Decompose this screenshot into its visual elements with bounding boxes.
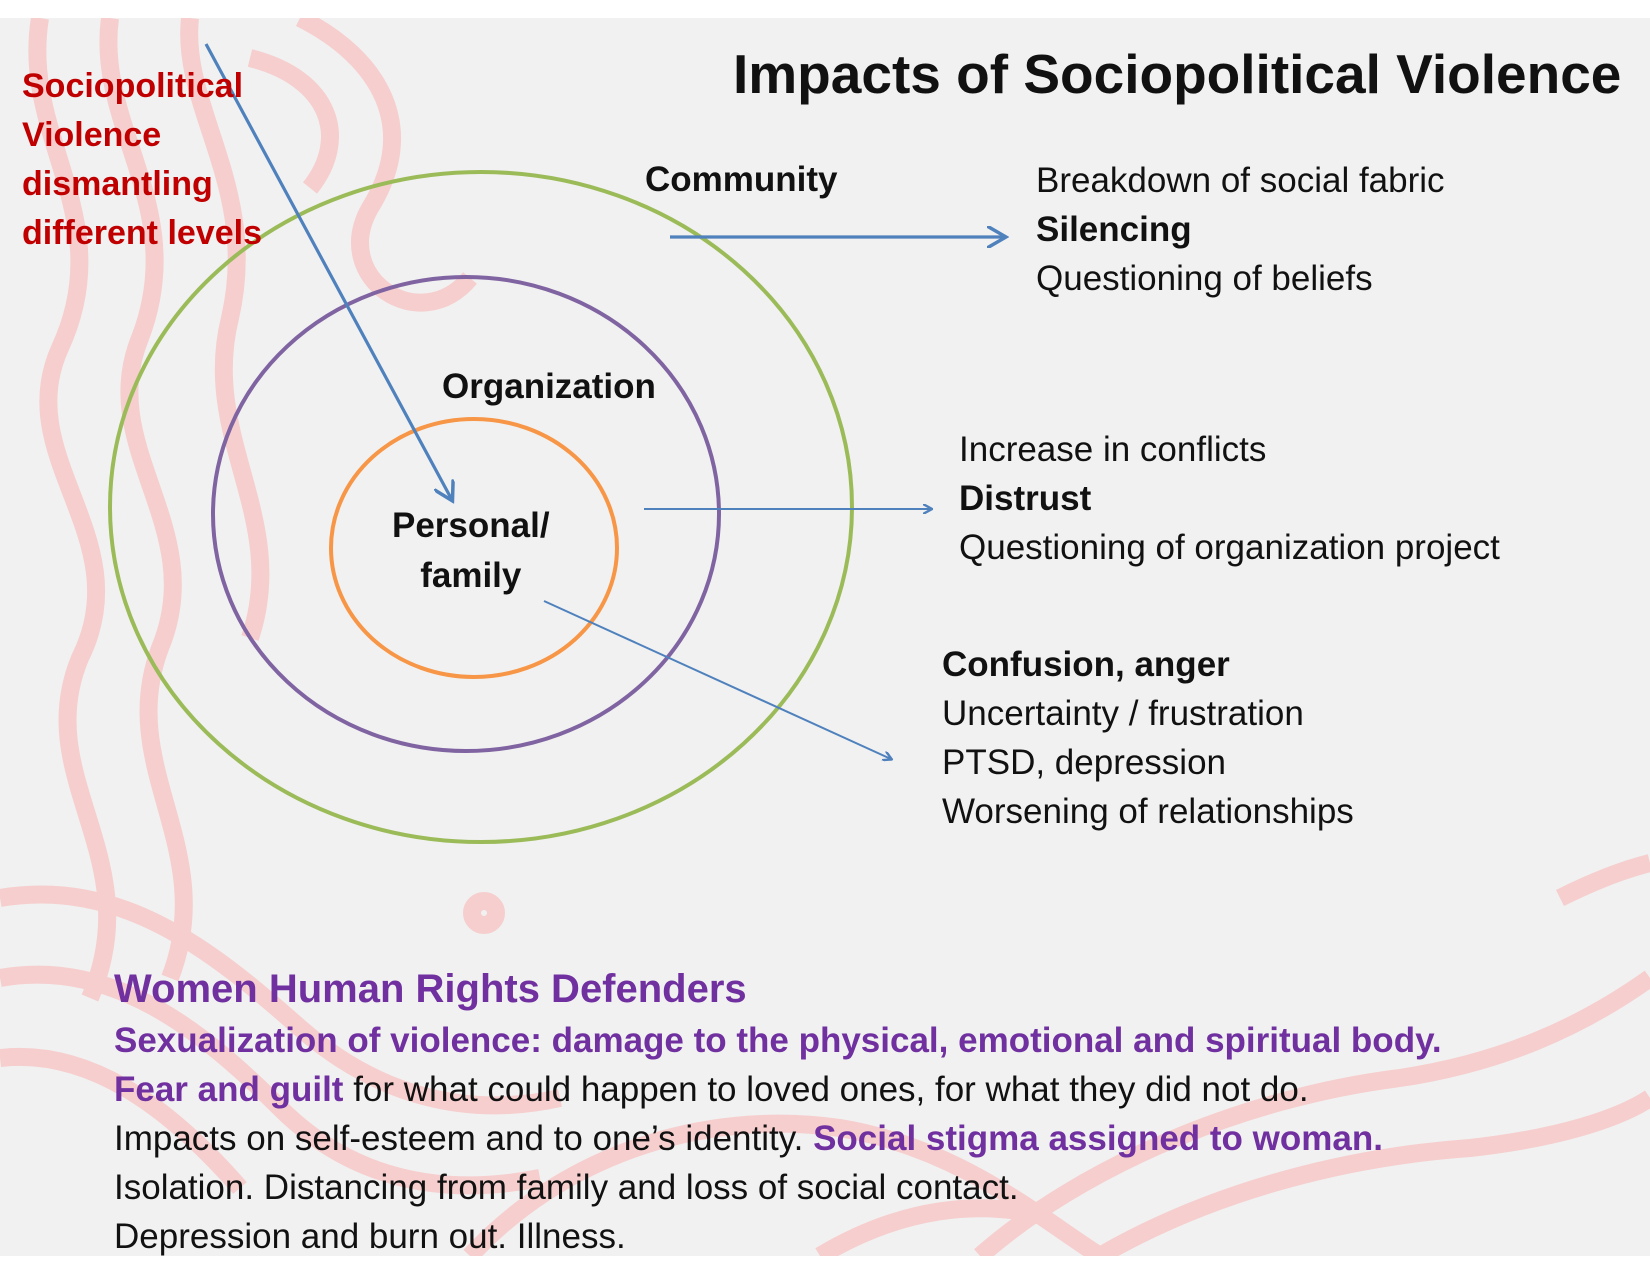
personal-family-label: Personal/ family [392, 501, 550, 601]
impact-item: Increase in conflicts [959, 430, 1267, 469]
label-line: Violence [22, 116, 162, 154]
personal-arrow [543, 600, 891, 759]
background-swirl-pattern [0, 18, 1650, 1256]
concentric-diagram [108, 43, 1650, 844]
community-ring [108, 170, 854, 844]
label-line: Personal/ [392, 506, 550, 545]
community-impacts-list: Breakdown of social fabric Silencing Que… [1036, 156, 1445, 303]
impact-item: Silencing [1036, 210, 1192, 249]
whrd-heading: Women Human Rights Defenders [114, 967, 747, 1011]
whrd-line-4: Isolation. Distancing from family and lo… [114, 1168, 1019, 1207]
whrd-line-3: Impacts on self-esteem and to one’s iden… [114, 1114, 1442, 1163]
label-line: different levels [22, 214, 262, 252]
organization-label: Organization [442, 367, 656, 406]
impact-item: Breakdown of social fabric [1036, 161, 1445, 200]
sociopolitical-violence-label: Sociopolitical Violence dismantling diff… [22, 62, 262, 258]
impact-item: Uncertainty / frustration [942, 694, 1304, 733]
whrd-text: Impacts on self-esteem and to one’s iden… [114, 1119, 814, 1158]
impact-item: Confusion, anger [942, 645, 1230, 684]
organization-ring [211, 275, 721, 753]
label-line: dismantling [22, 165, 213, 203]
personal-impacts-list: Confusion, anger Uncertainty / frustrati… [942, 640, 1354, 836]
organization-impacts-list: Increase in conflicts Distrust Questioni… [959, 425, 1500, 572]
whrd-highlight: Fear and guilt [114, 1070, 344, 1109]
whrd-line-2: Fear and guilt for what could happen to … [114, 1065, 1442, 1114]
impact-item: Questioning of organization project [959, 528, 1500, 567]
sociopolitical-violence-arrow [204, 43, 452, 500]
whrd-line-1: Sexualization of violence: damage to the… [114, 1021, 1442, 1060]
whrd-highlight: Social stigma assigned to woman. [813, 1119, 1383, 1158]
impact-item: Questioning of beliefs [1036, 259, 1373, 298]
impact-item: PTSD, depression [942, 743, 1227, 782]
slide-title: Impacts of Sociopolitical Violence [733, 43, 1622, 105]
whrd-section: Women Human Rights Defenders Sexualizati… [114, 962, 1442, 1256]
whrd-text: for what could happen to loved ones, for… [343, 1070, 1309, 1109]
personal-family-ring [329, 417, 619, 679]
whrd-line-5: Depression and burn out. Illness. [114, 1217, 626, 1256]
label-line: Sociopolitical [22, 67, 244, 105]
slide: Impacts of Sociopolitical Violence Socio… [0, 18, 1650, 1256]
community-label: Community [645, 160, 838, 199]
impact-item: Worsening of relationships [942, 792, 1354, 831]
impact-item: Distrust [959, 479, 1092, 518]
label-line: family [420, 556, 522, 595]
